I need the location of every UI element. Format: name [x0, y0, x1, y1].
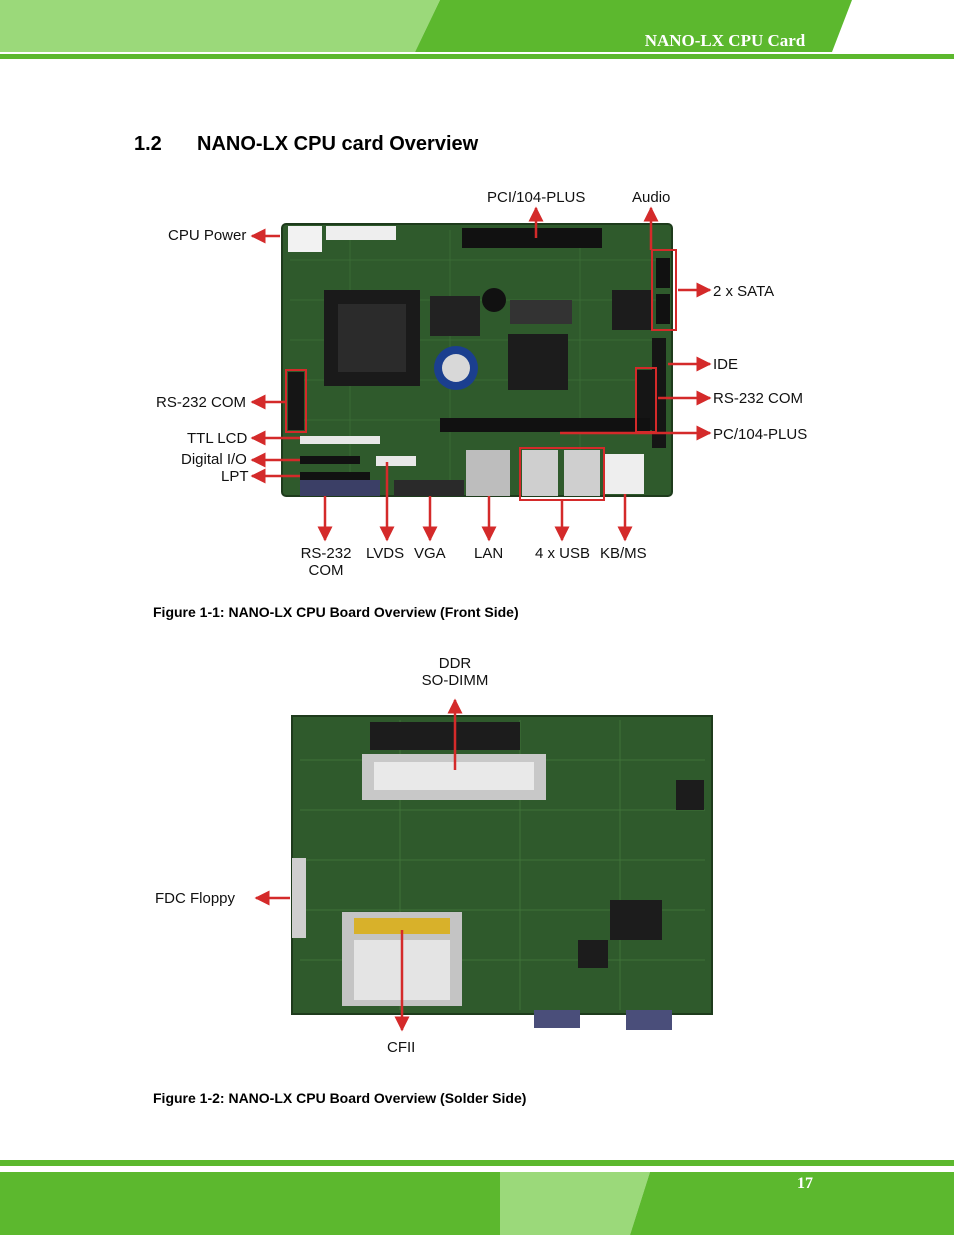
- page-number: 17: [797, 1175, 813, 1192]
- label-ddr-line1: DDR: [438, 655, 472, 672]
- label-ttl-lcd: TTL LCD: [187, 430, 248, 447]
- label-usb: 4 x USB: [535, 545, 591, 562]
- front-board-image: [250, 206, 712, 542]
- label-fdc-floppy: FDC Floppy: [155, 890, 236, 907]
- label-lan: LAN: [474, 545, 504, 562]
- label-rs232-left: RS-232 COM: [156, 394, 247, 411]
- label-rs232-right: RS-232 COM: [713, 390, 804, 407]
- section-title: NANO-LX CPU card Overview: [197, 133, 479, 155]
- solder-board-image: [254, 698, 713, 1032]
- header-title: NANO-LX CPU Card: [644, 31, 806, 50]
- label-vga: VGA: [414, 545, 446, 562]
- figure2-caption: Figure 1-2: NANO-LX CPU Board Overview (…: [153, 1090, 527, 1106]
- label-digital-io: Digital I/O: [181, 451, 247, 468]
- header-banner: [0, 0, 954, 59]
- label-ddr-line2: SO-DIMM: [421, 672, 489, 689]
- label-ddr-sodimm: DDR SO-DIMM: [405, 655, 505, 689]
- label-audio: Audio: [632, 189, 671, 206]
- footer-banner: [0, 1160, 954, 1235]
- label-pci104-plus: PCI/104-PLUS: [487, 189, 586, 206]
- figure1-caption: Figure 1-1: NANO-LX CPU Board Overview (…: [153, 604, 519, 620]
- label-sata: 2 x SATA: [713, 283, 775, 300]
- label-kbms: KB/MS: [600, 545, 647, 562]
- label-cpu-power: CPU Power: [168, 227, 247, 244]
- label-pc104-plus: PC/104-PLUS: [713, 426, 808, 443]
- label-rs232-bottom: RS-232 COM: [296, 545, 356, 579]
- label-ide: IDE: [713, 356, 739, 373]
- label-rs232-bottom-line1: RS-232: [300, 545, 352, 562]
- label-rs232-bottom-line2: COM: [308, 562, 344, 579]
- label-lvds: LVDS: [366, 545, 405, 562]
- section-number: 1.2: [134, 133, 162, 155]
- label-lpt: LPT: [221, 468, 249, 485]
- label-cfii: CFII: [387, 1039, 416, 1056]
